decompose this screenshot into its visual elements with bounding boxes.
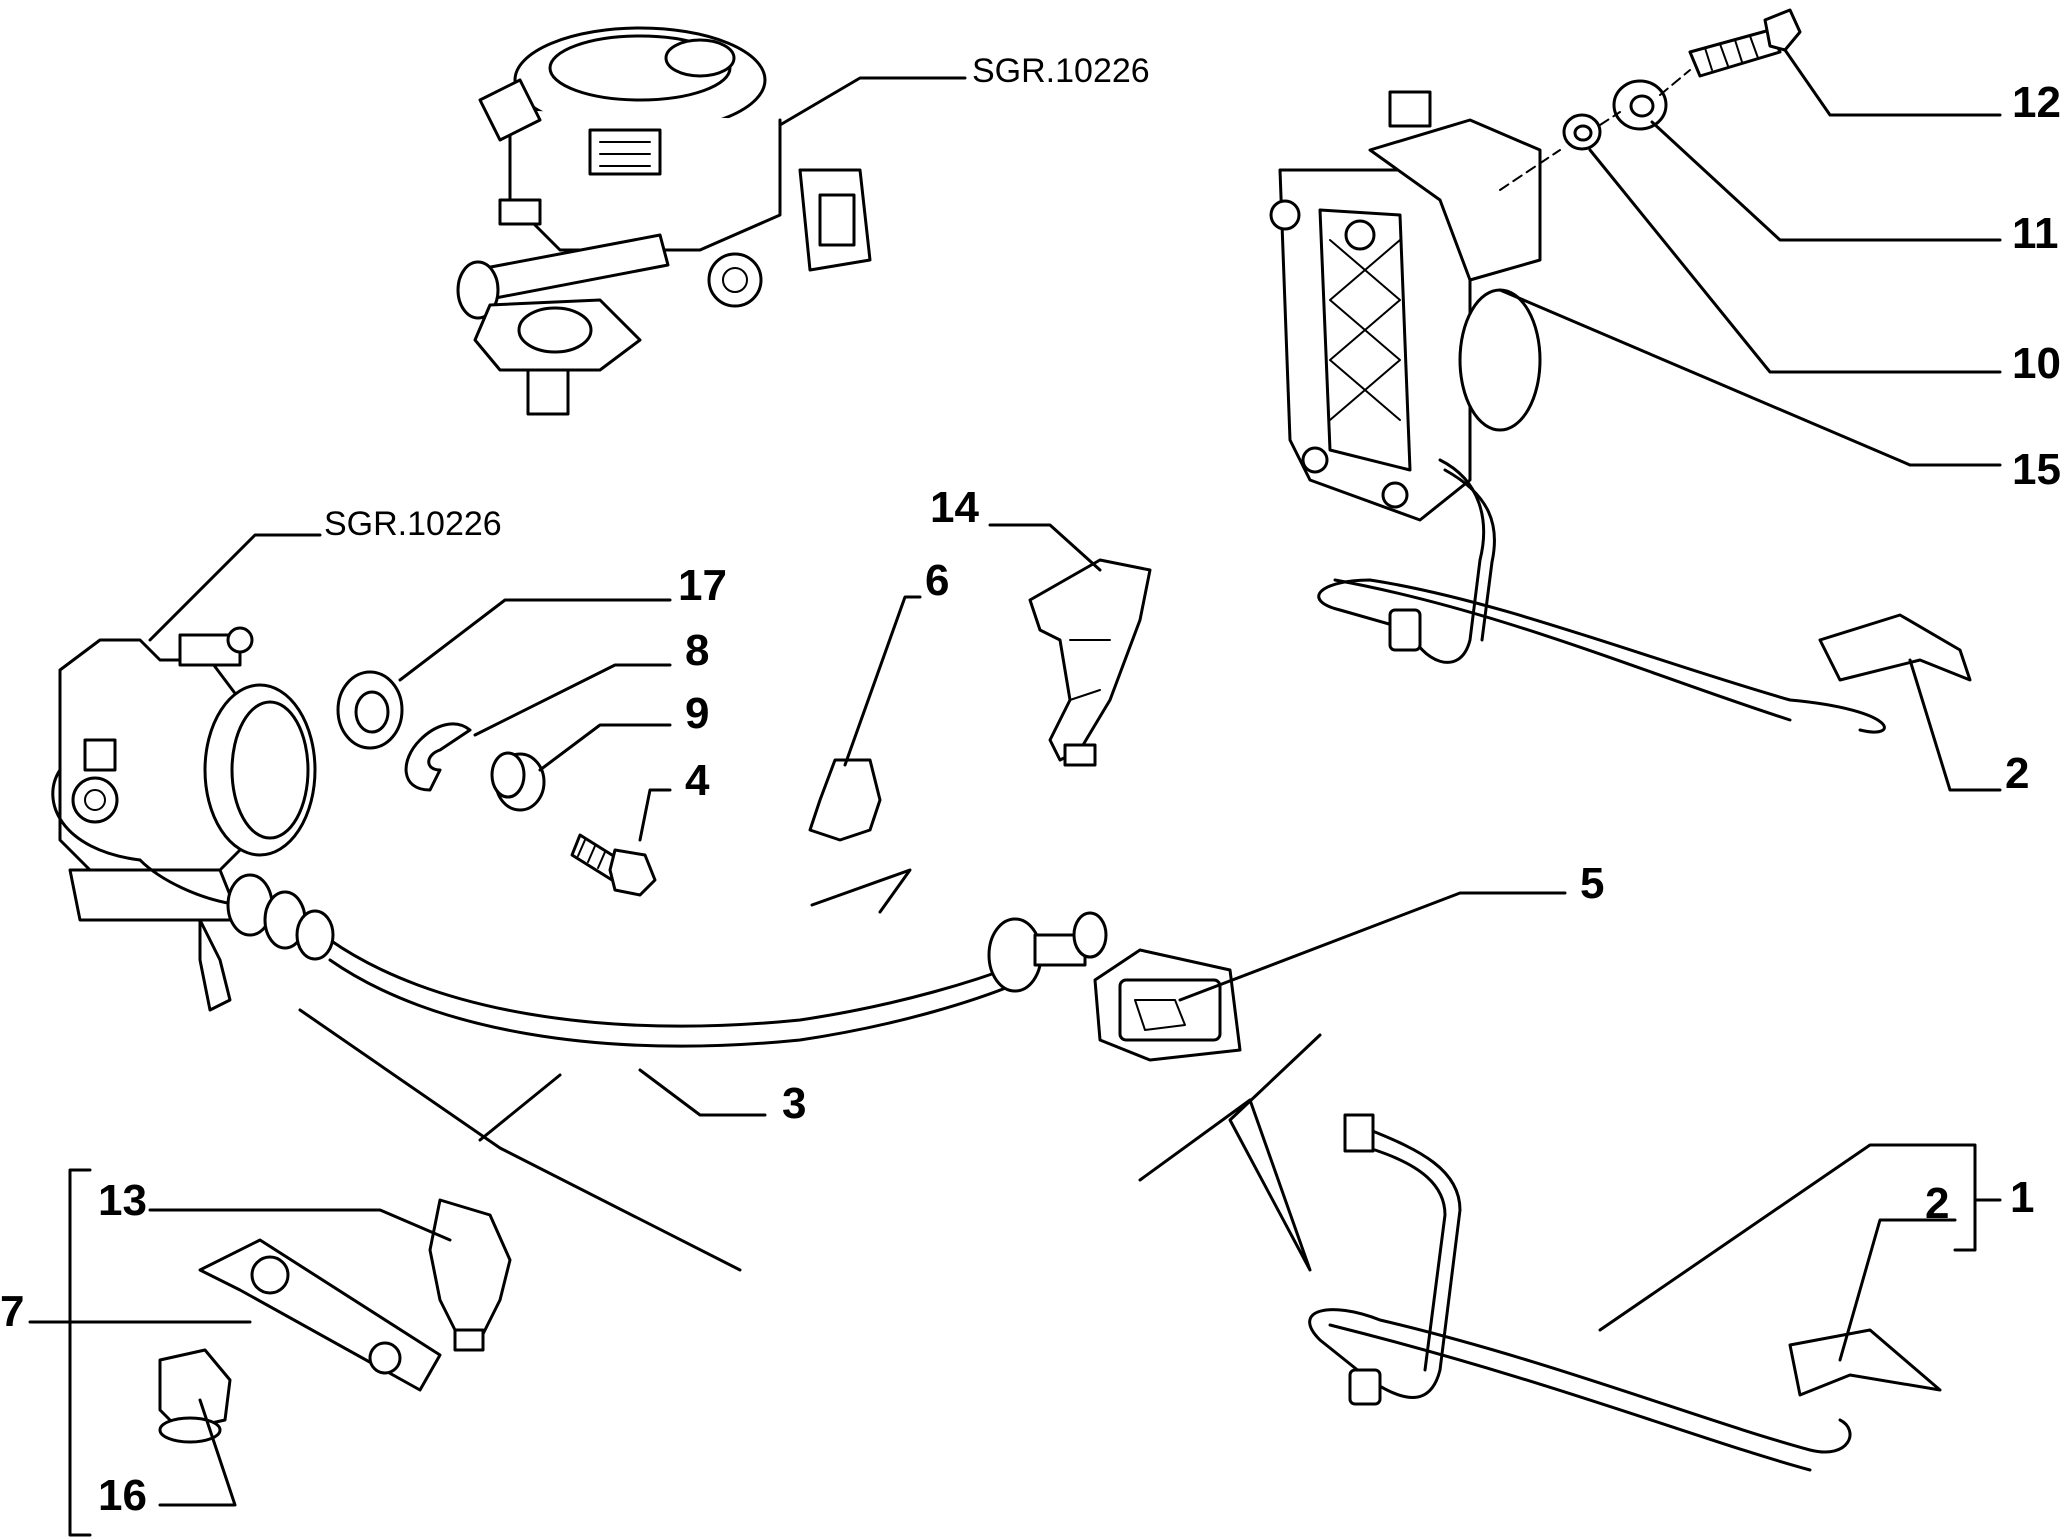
pedal-pad-upper-drawing — [1818, 613, 1972, 682]
clip-6-drawing — [808, 758, 882, 842]
grommet-5-drawing — [1093, 948, 1242, 1062]
callout-9: 9 — [685, 689, 709, 738]
callout-7: 7 — [0, 1287, 24, 1336]
leader-lines — [28, 48, 2002, 1537]
callout-10: 10 — [2012, 339, 2061, 388]
callout-8: 8 — [685, 626, 709, 675]
callout-13: 13 — [98, 1176, 147, 1225]
injection-unit-drawing — [456, 26, 872, 416]
seal-17-drawing — [336, 670, 404, 750]
callout-14: 14 — [930, 483, 979, 532]
callout-3: 3 — [782, 1079, 806, 1128]
throttle-cable — [328, 938, 1032, 1028]
reference-left: SGR.10226 — [324, 505, 502, 543]
bushing-9-drawing — [490, 751, 546, 812]
callout-11: 11 — [2012, 209, 2059, 258]
callout-17: 17 — [678, 561, 727, 610]
cable-end-fitting-right — [987, 911, 1108, 993]
clip-16-drawing — [158, 1348, 232, 1444]
callout-4: 4 — [685, 756, 710, 805]
callout-1: 1 — [2010, 1173, 2034, 1222]
pedal-pad-lower-drawing — [1788, 1328, 1942, 1397]
clip-8-drawing — [404, 722, 472, 792]
callout-6: 6 — [925, 556, 949, 605]
callout-2-upper: 2 — [2005, 749, 2029, 798]
lower-connector-drawing — [1343, 1113, 1375, 1153]
bolt-12-drawing — [1688, 8, 1802, 78]
callout-2-lower: 2 — [1925, 1179, 1949, 1228]
washer-11-drawing — [1612, 79, 1668, 131]
callout-12: 12 — [2012, 78, 2061, 127]
assembly-axis-line — [1499, 69, 1691, 191]
throttle-body-drawing — [58, 626, 317, 1012]
cable-end-fitting-left — [226, 873, 335, 961]
callout-5: 5 — [1580, 859, 1604, 908]
upper-wire-harness — [1317, 458, 1886, 734]
lower-wire-harness — [1308, 1128, 1852, 1454]
screw-4-drawing — [570, 833, 657, 897]
pedal-module-drawing — [1269, 90, 1542, 522]
bracket-14-drawing — [1028, 558, 1152, 767]
callout-16: 16 — [98, 1471, 147, 1520]
callout-15: 15 — [2012, 445, 2061, 494]
upper-connector-drawing — [1388, 608, 1422, 652]
reference-top: SGR.10226 — [972, 52, 1150, 90]
bracket-13-drawing — [198, 1198, 512, 1392]
washer-10-drawing — [1562, 113, 1602, 151]
